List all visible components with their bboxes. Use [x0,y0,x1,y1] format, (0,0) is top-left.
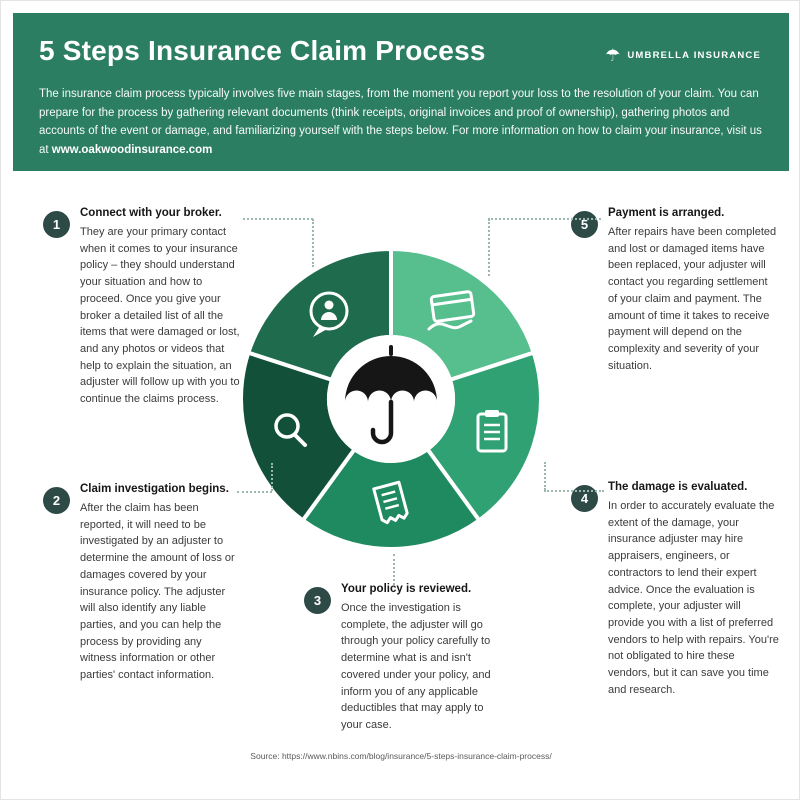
step-1-title: Connect with your broker. [80,207,222,219]
brand-logo: ☂ UMBRELLA INSURANCE [605,47,761,64]
step-4-number-badge: 4 [571,485,598,512]
step-2-body: After the claim has been reported, it wi… [80,502,235,682]
brand-name: UMBRELLA INSURANCE [627,50,761,61]
claim-process-wheel [239,247,543,551]
umbrella-icon [345,345,437,445]
step-5: 5 Payment is arranged. After repairs hav… [571,207,779,374]
connector-step-2 [237,491,272,493]
step-4: 4 The damage is evaluated. In order to a… [571,481,779,699]
step-3-number-badge: 3 [304,587,331,614]
step-2-title: Claim investigation begins. [80,483,229,495]
step-3: 3 Your policy is reviewed. Once the inve… [304,583,500,734]
page-title: 5 Steps Insurance Claim Process [39,35,486,66]
step-2: 2 Claim investigation begins. After the … [43,483,241,684]
intro-paragraph: The insurance claim process typically in… [39,85,765,160]
step-3-body: Once the investigation is complete, the … [341,602,491,732]
connector-step-1-vertical [312,219,314,267]
header-banner: 5 Steps Insurance Claim Process ☂ UMBREL… [13,13,789,171]
umbrella-logo-icon: ☂ [605,46,621,65]
connector-step-5 [488,218,601,220]
connector-step-4 [544,490,604,492]
step-4-body: In order to accurately evaluate the exte… [608,500,779,696]
connector-step-4-vertical [544,462,546,490]
step-2-number-badge: 2 [43,487,70,514]
step-5-body: After repairs have been completed and lo… [608,226,777,372]
connector-step-1 [243,218,313,220]
step-1-number-badge: 1 [43,211,70,238]
connector-step-5-vertical [488,219,490,276]
credit-card-hand-icon [427,290,476,331]
intro-text: The insurance claim process typically in… [39,88,762,156]
step-1-body: They are your primary contact when it co… [80,226,240,406]
clipboard-icon [476,410,508,453]
step-4-title: The damage is evaluated. [608,481,748,493]
receipt-icon [372,480,409,525]
intro-website-link: www.oakwoodinsurance.com [51,143,213,156]
step-5-number-badge: 5 [571,211,598,238]
step-3-title: Your policy is reviewed. [341,583,472,595]
magnifier-icon [274,413,307,447]
step-5-title: Payment is arranged. [608,207,725,219]
source-attribution: Source: https://www.nbins.com/blog/insur… [250,751,552,761]
chat-person-icon [309,291,349,337]
step-1: 1 Connect with your broker. They are you… [43,207,241,408]
connector-step-2-vertical [271,463,273,491]
connector-step-3-vertical [393,554,395,585]
